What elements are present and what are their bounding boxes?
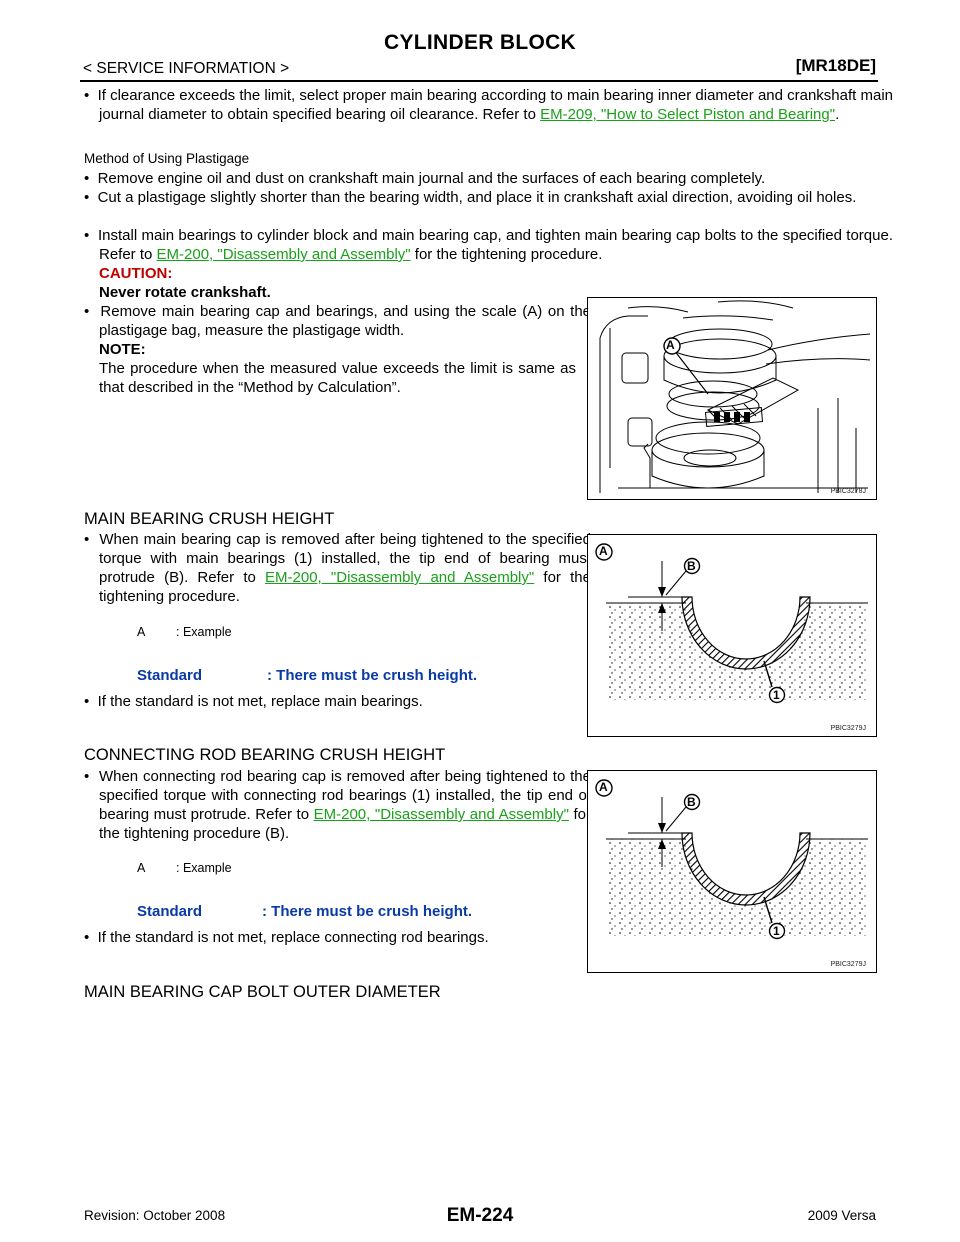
rod-crush-b1-text: When connecting rod bearing cap is remov…	[98, 768, 591, 823]
fig3-label-a: A	[599, 780, 608, 794]
rod-crush-bullet-2: • If the standard is not met, replace co…	[84, 929, 489, 946]
intro-bullet: • If clearance exceeds the limit, select…	[84, 87, 894, 123]
revision-date: Revision: October 2008	[84, 1208, 226, 1223]
caution-label: CAUTION:	[99, 265, 173, 282]
main-standard-label: Standard	[137, 667, 203, 684]
main-crush-b2-text: If the standard is not met, replace main…	[97, 693, 423, 710]
fig3-label-1: 1	[773, 924, 780, 938]
fig1-label-a: A	[666, 338, 675, 352]
page-title: CYLINDER BLOCK	[383, 31, 577, 54]
intro-text: If clearance exceeds the limit, select p…	[97, 87, 894, 123]
intro-suffix: .	[835, 106, 840, 123]
note-text: The procedure when the measured value ex…	[99, 360, 576, 396]
figure-code: PBIC3278J	[830, 488, 866, 495]
plastigage-b3-suffix: for the tightening procedure.	[410, 246, 603, 263]
bolt-diameter-heading: MAIN BEARING CAP BOLT OUTER DIAMETER	[84, 983, 441, 1001]
plastigage-bullet-3: • Install main bearings to cylinder bloc…	[84, 227, 893, 263]
crush-illustration-rod	[595, 779, 868, 940]
fig2-label-1: 1	[773, 688, 780, 702]
link-disassembly-1[interactable]: EM-200, "Disassembly and Assembly"	[156, 246, 411, 263]
engine-label: [MR18DE]	[795, 56, 876, 75]
fig2-label-a: A	[599, 544, 608, 558]
link-disassembly-3[interactable]: EM-200, "Disassembly and Assembly"	[313, 806, 569, 823]
caution-text: Never rotate crankshaft.	[99, 284, 271, 301]
plastigage-heading: Method of Using Plastigage	[84, 151, 250, 166]
figure-plastigage: A PBIC3278J	[587, 297, 877, 500]
rod-crush-b1-suffix: for the tightening procedure (B).	[99, 806, 591, 842]
plastigage-b2-text: Cut a plastigage slightly shorter than t…	[97, 189, 857, 206]
rod-crush-heading: CONNECTING ROD BEARING CRUSH HEIGHT	[84, 746, 446, 764]
main-legend-value: : Example	[176, 625, 232, 639]
note-label: NOTE:	[99, 341, 146, 358]
main-crush-bullet-2: • If the standard is not met, replace ma…	[84, 693, 423, 710]
fig3-label-b: B	[687, 795, 696, 809]
header-rule	[80, 80, 878, 82]
figure-code: PBIC3279J	[830, 961, 866, 968]
plastigage-b1-text: Remove engine oil and dust on crankshaft…	[97, 170, 766, 187]
main-crush-b1-suffix: for the tightening procedure.	[99, 569, 591, 605]
plastigage-bullet-2: • Cut a plastigage slightly shorter than…	[84, 189, 857, 206]
main-legend-key: A	[137, 625, 146, 639]
rod-standard-value: : There must be crush height.	[262, 903, 473, 920]
plastigage-bullet-1: • Remove engine oil and dust on cranksha…	[84, 170, 766, 187]
main-crush-b1-text: When main bearing cap is removed after b…	[99, 531, 591, 586]
main-crush-heading: MAIN BEARING CRUSH HEIGHT	[84, 510, 335, 528]
plastigage-bullet-4: • Remove main bearing cap and bearings, …	[84, 303, 591, 339]
crush-illustration-main	[595, 543, 868, 704]
rod-crush-b2-text: If the standard is not met, replace conn…	[97, 929, 489, 946]
figure-main-crush: A B 1 PBIC3279J	[587, 534, 877, 737]
model-label: 2009 Versa	[807, 1208, 876, 1223]
main-crush-bullet-1: • When main bearing cap is removed after…	[84, 531, 591, 605]
plastigage-b4-text: Remove main bearing cap and bearings, an…	[99, 303, 591, 339]
rod-standard-label: Standard	[137, 903, 203, 920]
rod-legend-value: : Example	[176, 861, 232, 875]
figure-rod-crush: A B 1 PBIC3279J	[587, 770, 877, 973]
link-disassembly-2[interactable]: EM-200, "Disassembly and Assembly"	[265, 569, 535, 586]
figure-code: PBIC3279J	[830, 725, 866, 732]
rod-legend-key: A	[137, 861, 146, 875]
link-how-to-select[interactable]: EM-209, "How to Select Piston and Bearin…	[540, 106, 836, 123]
section-label: < SERVICE INFORMATION >	[83, 60, 290, 77]
main-standard-value: : There must be crush height.	[267, 667, 478, 684]
page-number: EM-224	[446, 1205, 514, 1226]
plastigage-b3-text: Install main bearings to cylinder block …	[97, 227, 893, 263]
rod-crush-bullet-1: • When connecting rod bearing cap is rem…	[84, 768, 591, 842]
fig2-label-b: B	[687, 559, 696, 573]
plastigage-illustration	[599, 300, 871, 493]
